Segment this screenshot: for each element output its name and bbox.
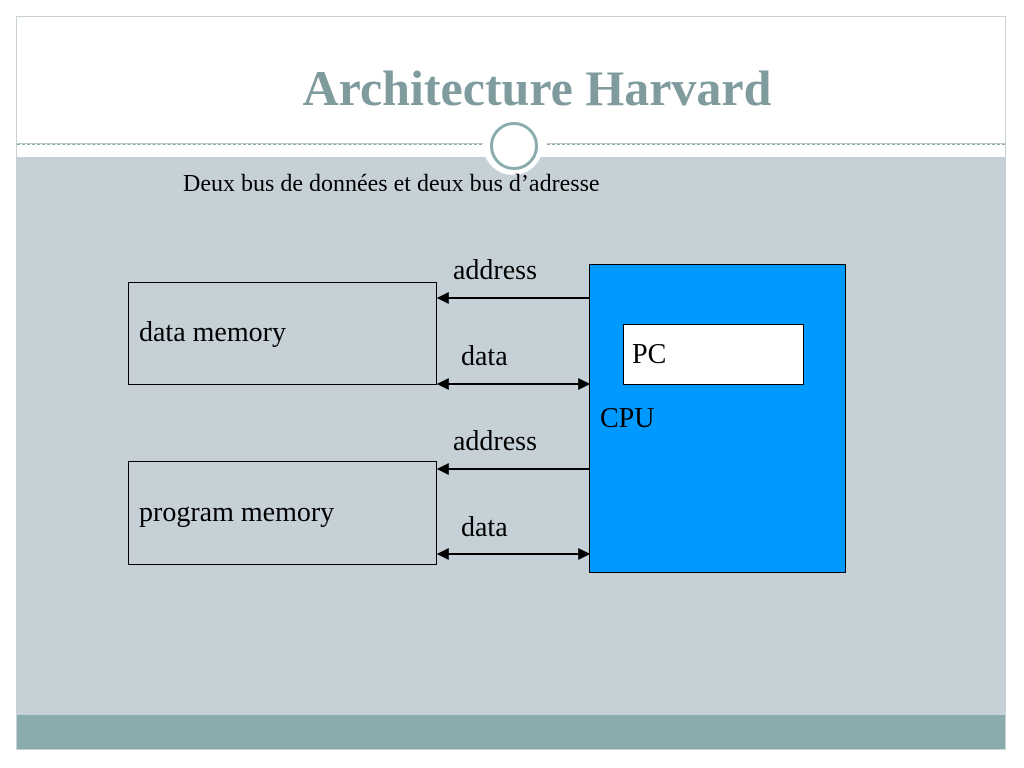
- program-address-bus-label: address: [453, 426, 537, 457]
- program-memory-label: program memory: [139, 497, 335, 528]
- data-data-bus-label: data: [461, 341, 508, 372]
- pc-register-box: PC: [623, 324, 804, 385]
- data-address-bus-label: address: [453, 255, 537, 286]
- header-separator-right: [547, 143, 1005, 144]
- circle-ornament-ring: [490, 122, 538, 170]
- header-separator-left: [17, 143, 487, 144]
- program-data-bus-label: data: [461, 512, 508, 543]
- slide-subtitle: Deux bus de données et deux bus d’adress…: [183, 171, 600, 197]
- data-memory-box: [128, 282, 437, 385]
- data-memory-label: data memory: [139, 317, 286, 348]
- bus-arrows: [436, 292, 591, 560]
- slide: Architecture Harvard Deux bus de données…: [16, 16, 1006, 750]
- pc-label: PC: [632, 339, 667, 370]
- slide-footer-band: [17, 715, 1005, 749]
- program-memory-box: [128, 461, 437, 565]
- header-separator-dashed-left: [17, 144, 487, 145]
- cpu-label: CPU: [600, 403, 655, 434]
- slide-title: Architecture Harvard: [302, 60, 772, 116]
- cpu-box: [589, 264, 846, 573]
- header-separator-dashed-right: [547, 144, 1005, 145]
